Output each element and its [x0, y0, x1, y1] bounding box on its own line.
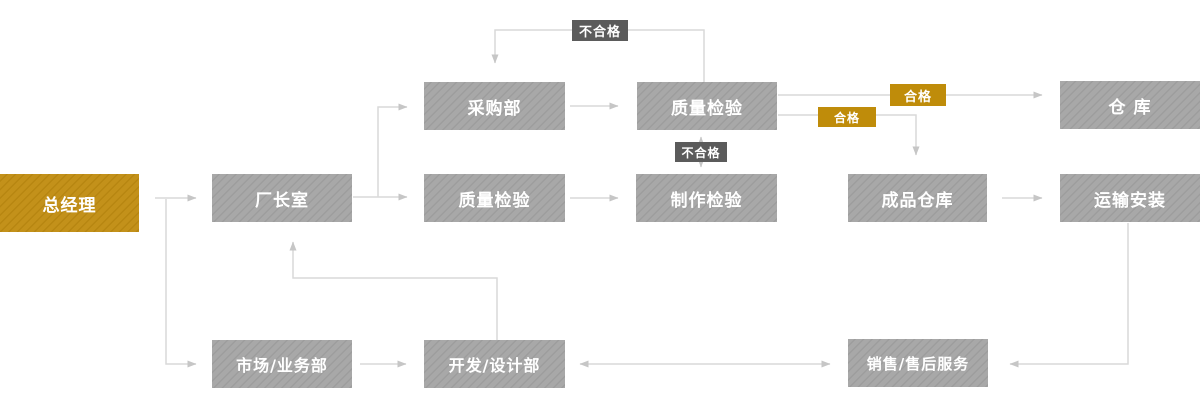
badge-reject-mid: 不合格: [675, 142, 727, 162]
badge-reject-top: 不合格: [572, 20, 628, 41]
node-finished-goods-warehouse: 成品仓库: [848, 174, 987, 222]
edge-development-to-director: [289, 241, 498, 340]
node-general-manager: 总经理: [0, 174, 139, 232]
node-market-business-dept: 市场/业务部: [212, 340, 352, 388]
node-transport-installation: 运输安装: [1060, 174, 1200, 222]
edge-director-to-purchasing: [377, 103, 408, 197]
node-warehouse: 仓 库: [1060, 81, 1200, 129]
node-quality-inspection-top: 质量检验: [637, 82, 777, 130]
badge-pass-finished: 合格: [818, 107, 876, 127]
node-factory-director-office: 厂长室: [212, 174, 352, 222]
node-sales-after-sales: 销售/售后服务: [848, 339, 988, 387]
edge-gm-to-market: [165, 199, 197, 368]
badge-pass-warehouse: 合格: [890, 84, 946, 106]
node-production-inspection: 制作检验: [636, 174, 777, 222]
edge-transport-to-sales: [1009, 223, 1129, 368]
node-quality-inspection-mid: 质量检验: [424, 174, 565, 222]
node-purchasing-dept: 采购部: [424, 82, 565, 130]
node-development-design-dept: 开发/设计部: [424, 340, 565, 388]
